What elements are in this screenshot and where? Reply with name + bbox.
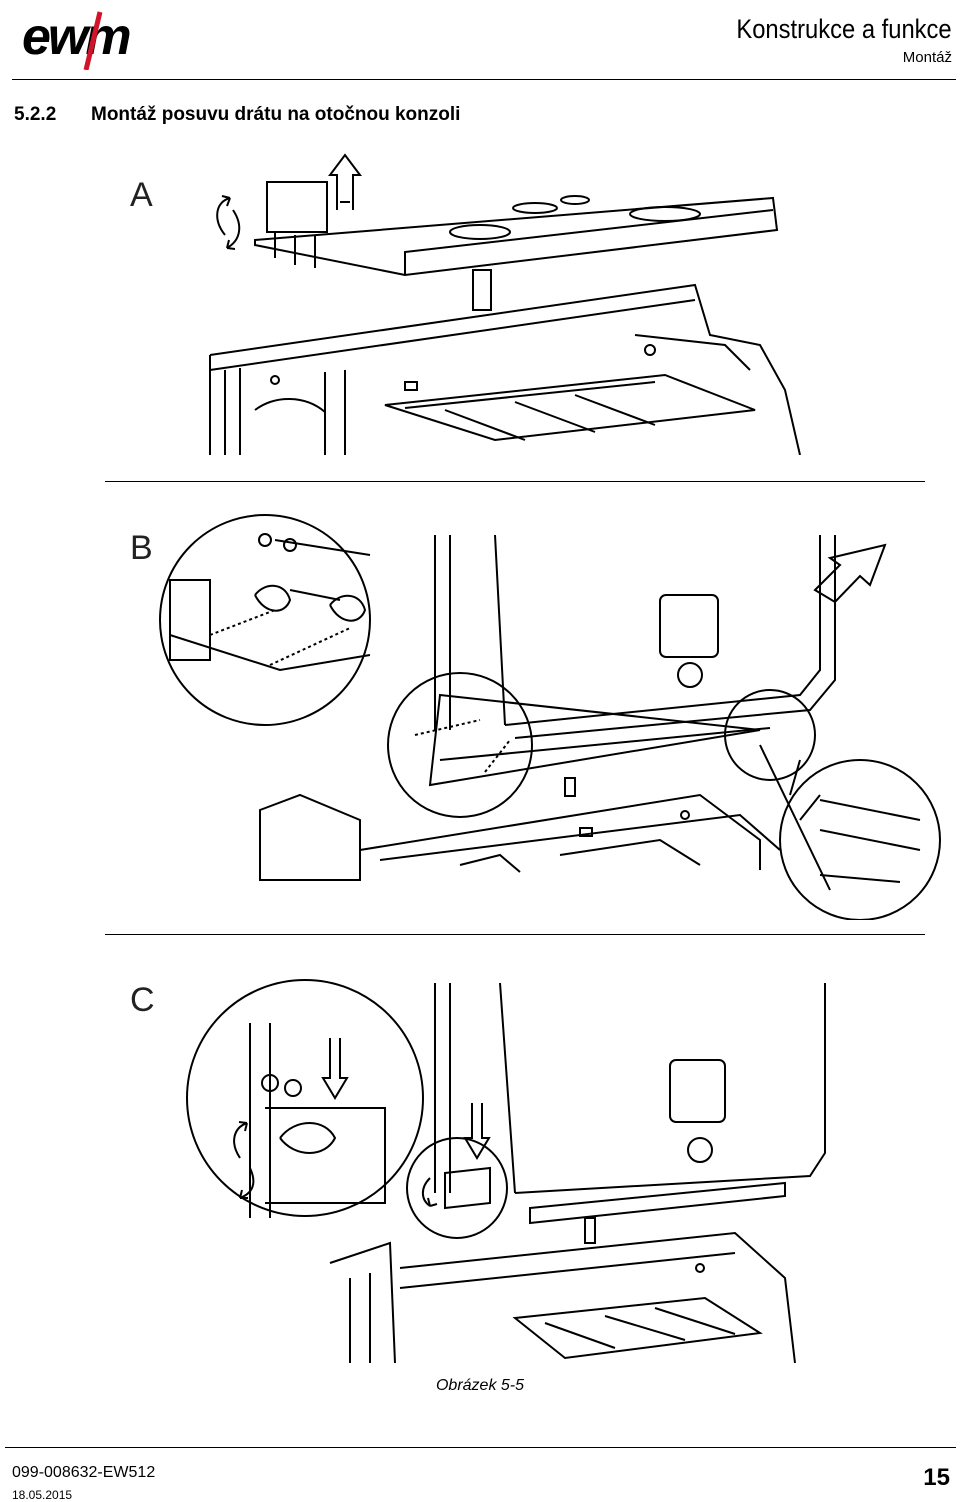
section-title: Montáž posuvu drátu na otočnou konzoli [91, 104, 461, 125]
section-number: 5.2.2 [14, 104, 57, 125]
figure-caption: Obrázek 5-5 [435, 1377, 525, 1394]
illustration-panel-c [185, 978, 835, 1363]
header-title: Konstrukce a funkce [736, 14, 952, 44]
panel-label-c: C [130, 981, 155, 1019]
page-number: 15 [923, 1464, 950, 1491]
header-rule [12, 79, 956, 80]
svg-text:ewm: ewm [22, 8, 130, 66]
document-date: 18.05.2015 [12, 1488, 73, 1502]
header-subtitle: Montáž [902, 49, 952, 66]
panel-divider-ab [105, 481, 925, 482]
illustration-panel-a [195, 140, 815, 455]
illustration-panel-b [140, 510, 950, 920]
ewm-logo: ewm [20, 8, 165, 71]
panel-label-b: B [130, 529, 153, 567]
document-code: 099-008632-EW512 [12, 1464, 156, 1481]
panel-divider-bc [105, 934, 925, 935]
footer-rule [5, 1447, 956, 1448]
panel-label-a: A [130, 176, 153, 214]
